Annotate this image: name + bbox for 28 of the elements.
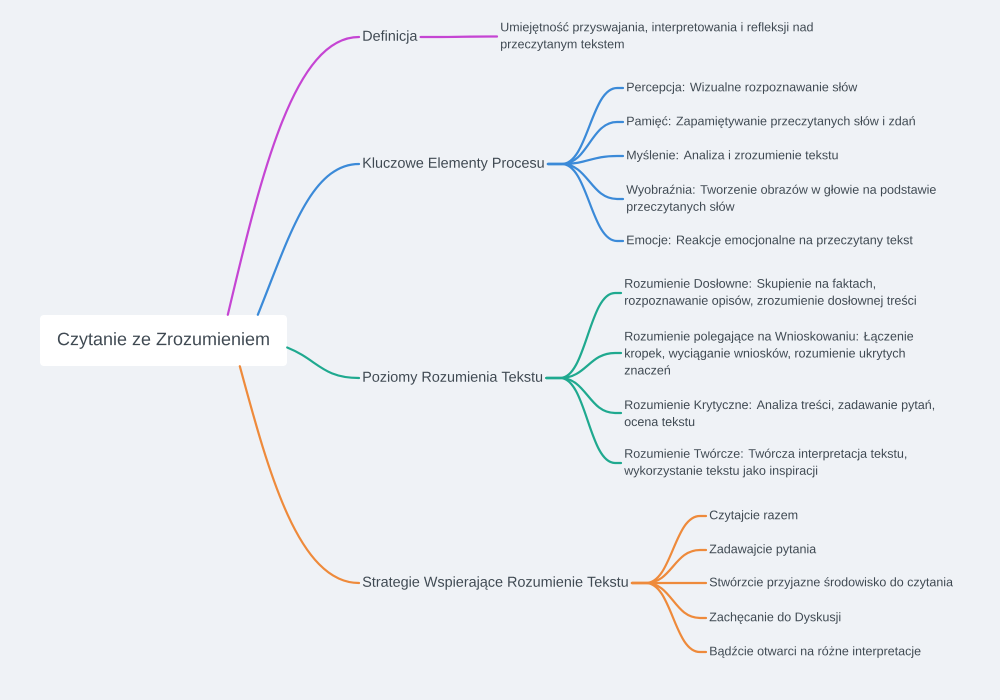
branch-line — [420, 35, 498, 38]
topic-label: Kluczowe Elementy Procesu — [363, 157, 544, 171]
subtopic-text: Bądźcie otwarci na różne interpretacje — [710, 646, 921, 658]
topic-label: Strategie Wspierające Rozumienie Tekstu — [362, 576, 628, 590]
branch-line — [546, 162, 624, 242]
branch-line — [226, 36, 360, 316]
subtopic-text: Czytajcie razem — [710, 510, 798, 522]
subtopic-text: Rozumienie Krytyczne: Analiza treści, zadawanie pytań, ocena tekstu — [624, 400, 934, 426]
subtopic-text: Wyobraźnia: Tworzenie obrazów w głowie na podstawie przeczytanych słów — [626, 184, 936, 214]
subtopic-text: Percepcja: Wizualne rozpoznawanie słów — [627, 82, 858, 94]
branch-line — [286, 346, 360, 380]
subtopic-text: Rozumienie polegające na Wnioskowaniu: Łączenie kropek, wyciąganie wniosków, rozumienie ukrytych znaczeń — [624, 331, 914, 375]
subtopic-text: Zachęcanie do Dyskusji — [710, 612, 840, 624]
subtopic-text: Pamięć: Zapamiętywanie przeczytanych słów i zdań — [627, 116, 915, 128]
definition-text: Umiejętność przyswajania, interpretowania i refleksji nad przeczytanym tekstem — [501, 22, 813, 51]
subtopic-text: Emocje: Reakcje emocjonalne na przeczytany tekst — [627, 235, 913, 247]
subtopic-text: Rozumienie Twórcze: Twórcza interpretacja tekstu, wykorzystanie tekstu jako inspiracji — [624, 448, 906, 478]
subtopic-text: Myślenie: Analiza i zrozumienie tekstu — [627, 150, 838, 162]
subtopic-text: Rozumienie Dosłowne: Skupienie na faktach, rozpoznawanie opisów, zrozumienie dosłownej treści — [625, 278, 916, 308]
subtopic-text: Stwórzcie przyjazne środowisko do czytania — [710, 577, 954, 589]
central-topic-box: Czytanie ze Zrozumieniem — [40, 315, 287, 366]
branch-line — [256, 162, 360, 316]
branch-line — [545, 376, 622, 464]
subtopic-text: Zadawajcie pytania — [710, 544, 816, 556]
branch-line — [238, 365, 360, 584]
topic-label: Poziomy Rozumienia Tekstu — [363, 371, 542, 385]
branch-line — [630, 582, 708, 654]
topic-label: Definicja — [363, 30, 418, 44]
